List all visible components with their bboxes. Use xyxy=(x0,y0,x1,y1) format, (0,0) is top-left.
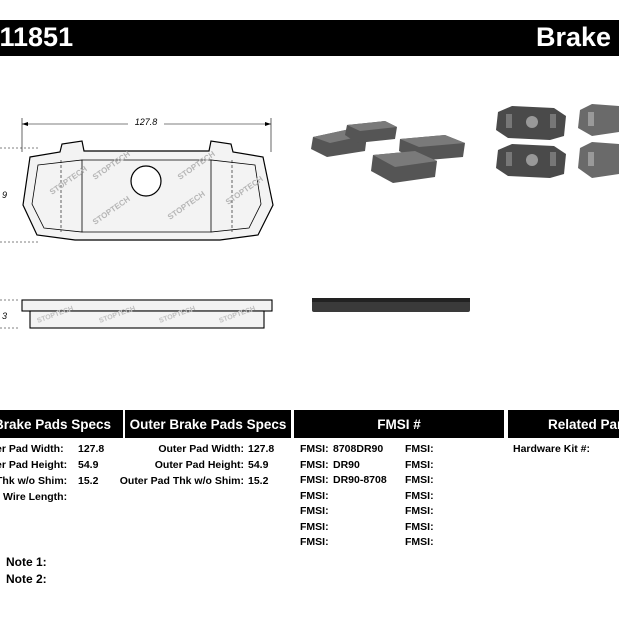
height-dimension-label: 9 xyxy=(2,190,7,200)
backing-plate-1 xyxy=(496,106,566,140)
pad-technical-drawing: 127.8 9 STOPTECH STOPTECH STOPTECH STOPT… xyxy=(0,115,274,329)
fmsi-left-column: FMSI:8708DR90 FMSI:DR90 FMSI:DR90-8708 F… xyxy=(300,441,405,550)
side-view-friction xyxy=(29,310,265,329)
related-parts-table: Hardware Kit #: xyxy=(513,441,619,457)
outer-specs-table: Outer Pad Width: 127.8 Outer Pad Height:… xyxy=(118,441,278,489)
outer-specs-title: Outer Brake Pads Specs xyxy=(129,416,287,432)
backing-plate-3 xyxy=(496,144,566,178)
part-number: .11851 xyxy=(0,22,74,52)
fmsi-row: FMSI: xyxy=(405,489,434,502)
pad-photo-4 xyxy=(371,151,437,183)
inner-specs-header: Brake Pads Specs xyxy=(0,410,123,438)
fmsi-row: FMSI: xyxy=(405,458,434,471)
note-2: Note 2: xyxy=(6,572,47,586)
fmsi-row: FMSI:DR90 xyxy=(300,458,360,471)
backing-plate-4 xyxy=(578,142,619,178)
pad-side-photo xyxy=(312,298,470,312)
sensor-hole xyxy=(130,165,162,197)
fmsi-row: FMSI: xyxy=(300,505,329,517)
backing-plate-photo xyxy=(496,104,619,178)
fmsi-row: FMSI: xyxy=(405,474,434,486)
thickness-dimension-label: 3 xyxy=(2,311,7,321)
outer-spec-row: Outer Pad Height: 54.9 xyxy=(154,459,269,471)
fmsi-row: FMSI:DR90-8708 xyxy=(300,474,387,486)
fmsi-row: FMSI: xyxy=(405,520,434,533)
inner-specs-title: Brake Pads Specs xyxy=(0,416,112,432)
outer-specs-header: Outer Brake Pads Specs xyxy=(125,410,291,438)
note-1: Note 1: xyxy=(6,555,47,569)
fmsi-row: FMSI: xyxy=(405,505,434,517)
fmsi-row: FMSI: xyxy=(300,536,329,548)
fmsi-title: FMSI # xyxy=(377,416,421,432)
inner-specs-table: er Pad Width: 127.8 er Pad Height: 54.9 … xyxy=(0,441,110,505)
inner-spec-row: er Pad Height: 54.9 xyxy=(0,459,99,471)
related-parts-header: Related Par xyxy=(508,410,619,438)
fmsi-row: FMSI: xyxy=(300,520,329,533)
related-parts-title: Related Par xyxy=(548,416,619,432)
header-bar xyxy=(0,20,619,56)
backing-plate-2 xyxy=(578,104,619,136)
pad-photo-2 xyxy=(345,121,397,143)
page-title: Brake F xyxy=(536,22,619,52)
hardware-kit-row: Hardware Kit #: xyxy=(513,443,591,455)
fmsi-row: FMSI: xyxy=(405,443,434,455)
fmsi-header: FMSI # xyxy=(294,410,504,438)
inner-spec-row: Thk w/o Shim: 15.2 xyxy=(0,475,99,487)
outer-spec-row: Outer Pad Width: 127.8 xyxy=(158,443,275,455)
pads-product-photo xyxy=(311,121,465,183)
outer-spec-row: Outer Pad Thk w/o Shim: 15.2 xyxy=(119,475,269,487)
fmsi-row: FMSI: xyxy=(300,489,329,502)
fmsi-row: FMSI: xyxy=(405,536,434,548)
inner-spec-row: er Pad Width: 127.8 xyxy=(0,443,105,455)
width-dimension-label: 127.8 xyxy=(135,117,158,127)
fmsi-right-column: FMSI: FMSI: FMSI: FMSI: FMSI: FMSI: FMSI… xyxy=(405,441,500,550)
inner-spec-row: r Wire Length: xyxy=(0,491,68,503)
fmsi-row: FMSI:8708DR90 xyxy=(300,443,384,455)
